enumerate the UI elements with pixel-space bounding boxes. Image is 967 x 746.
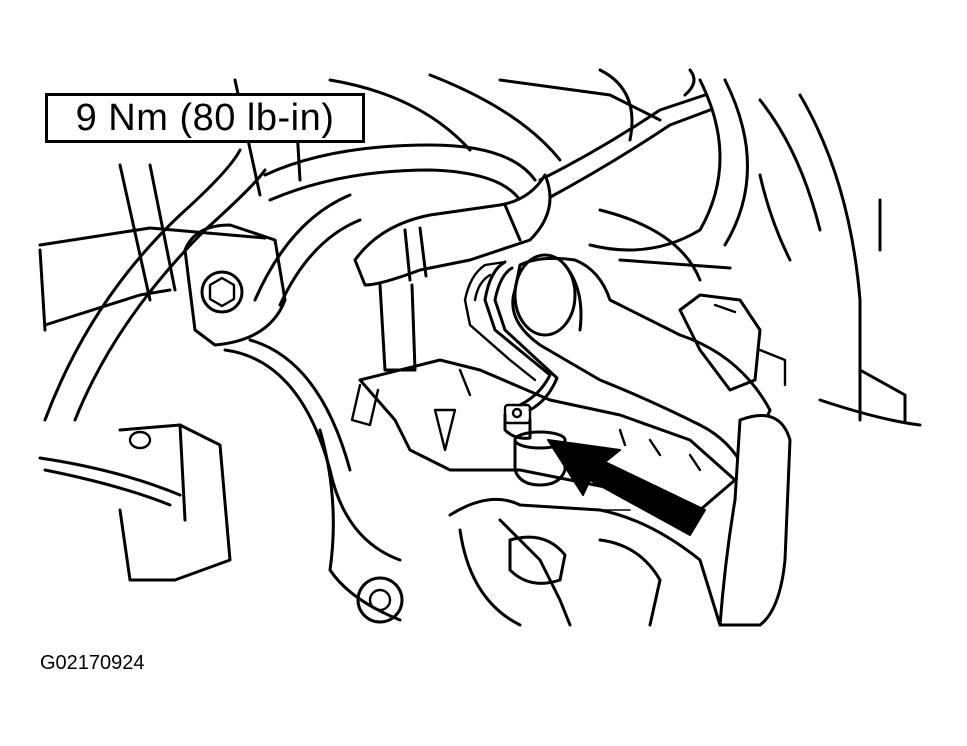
sensor-wire-harness [463,260,559,412]
lower-housing [318,428,722,627]
left-bracket [38,223,287,582]
sensor [503,403,567,487]
hoses [43,78,749,562]
arrow-icon [547,439,706,536]
hose-clamp-right [678,293,787,392]
coolant-hose-main [511,253,792,627]
sensor-mounting-plate [350,358,737,512]
figure-code: G02170924 [40,652,145,674]
torque-callout-text: 9 Nm (80 lb-in) [75,96,335,139]
torque-callout-box: 9 Nm (80 lb-in) [45,93,365,143]
